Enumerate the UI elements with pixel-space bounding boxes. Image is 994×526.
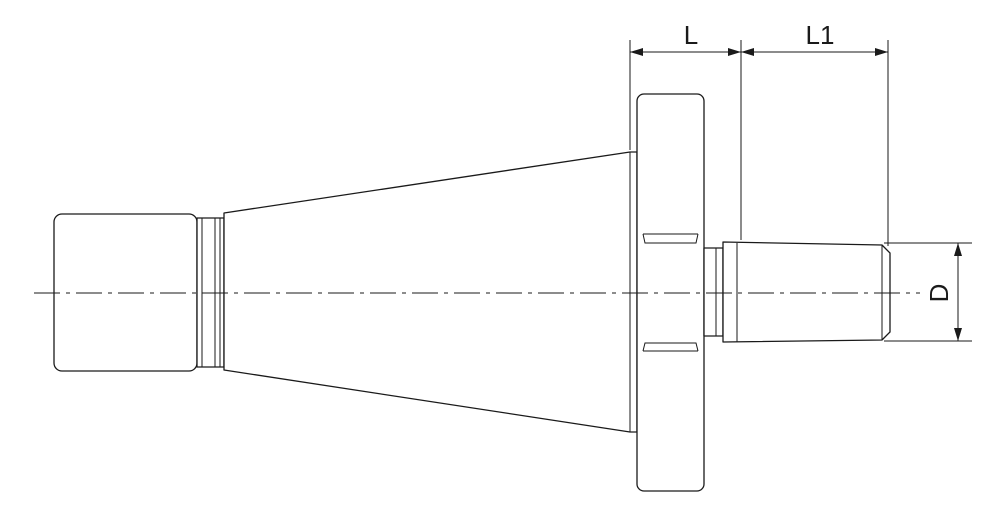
dim-l-arrow-right (728, 48, 741, 56)
flange-slot-upper (642, 233, 699, 244)
spigot (722, 241, 891, 343)
dim-d-arrow-bottom (954, 328, 962, 341)
dim-l1-label: L1 (806, 20, 835, 50)
dim-d-arrow-top (954, 243, 962, 256)
taper-cone (223, 151, 638, 433)
dim-l1-arrow-right (875, 48, 888, 56)
dim-l1-arrow-left (741, 48, 754, 56)
dim-l-arrow-left (630, 48, 643, 56)
dim-d-label: D (924, 284, 954, 303)
dim-l-label: L (684, 20, 698, 50)
flange-slot-lower (642, 342, 699, 352)
spigot-neck (703, 247, 724, 337)
